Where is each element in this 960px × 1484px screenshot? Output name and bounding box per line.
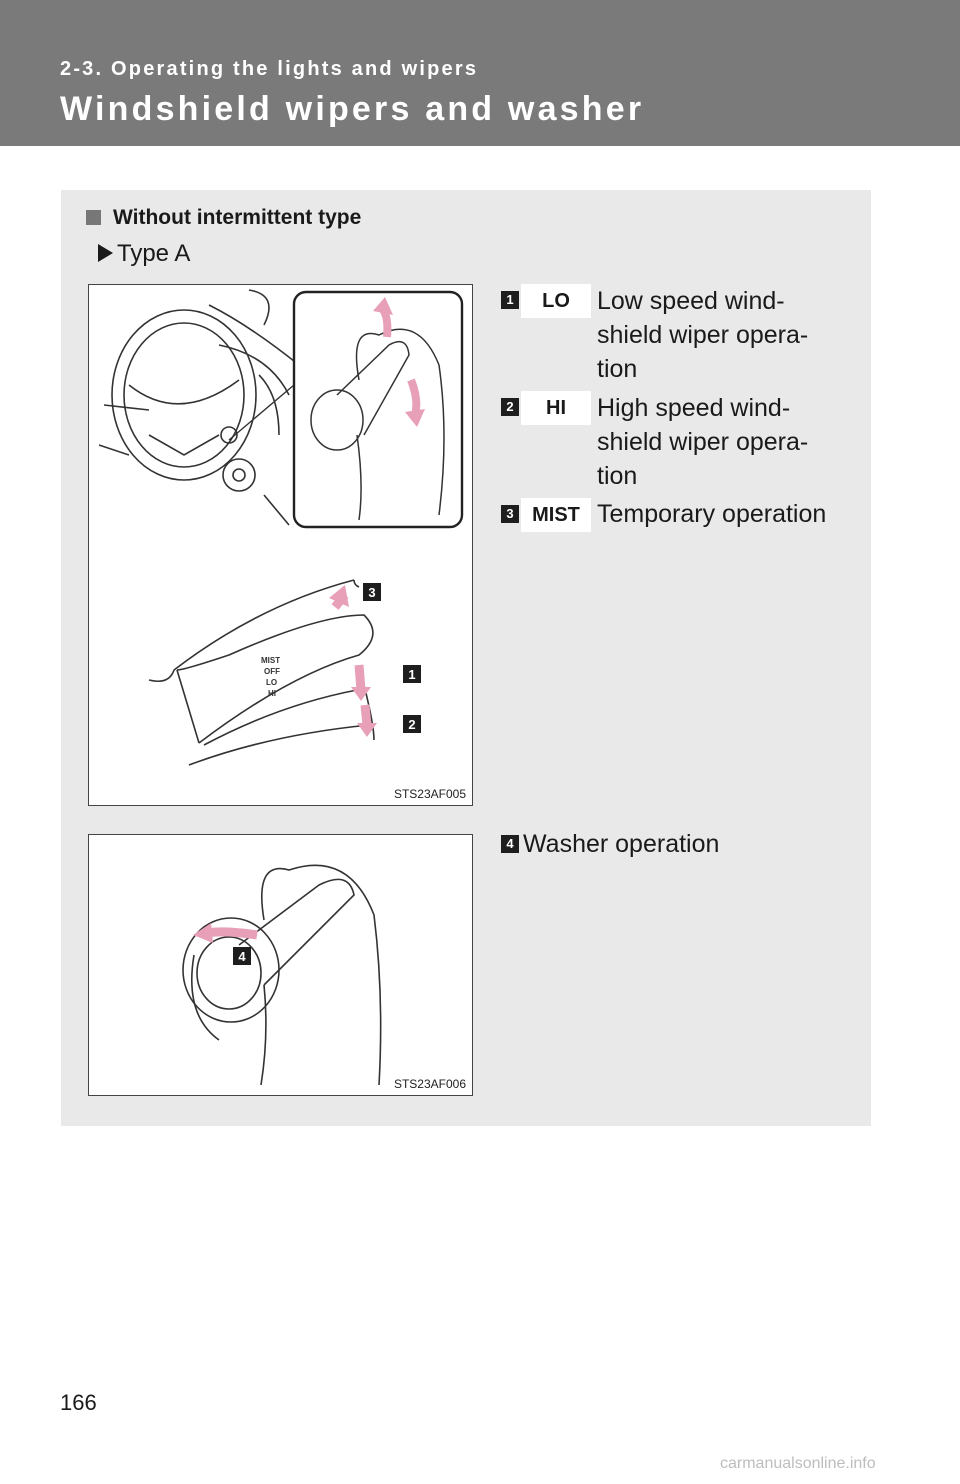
wiper-lever-illustration: MIST OFF LO HI 3 1 2 STS23AF005 bbox=[88, 284, 473, 806]
item-number-badge: 2 bbox=[501, 398, 519, 416]
item-number-badge: 1 bbox=[501, 291, 519, 309]
item-number-badge: 3 bbox=[501, 505, 519, 523]
page-number: 166 bbox=[60, 1390, 97, 1415]
position-label: HI bbox=[521, 391, 591, 425]
item-description: Temporary operation bbox=[597, 500, 827, 528]
item-description: Low speed wind- shield wiper opera- tion bbox=[597, 287, 809, 383]
figure-code: STS23AF005 bbox=[393, 787, 466, 801]
stalk-mark-hi: HI bbox=[268, 689, 276, 698]
callout-1: 1 bbox=[408, 667, 415, 682]
section-title: 2-3. Operating the lights and wipers bbox=[60, 58, 479, 80]
washer-lever-drawing: 4 bbox=[182, 864, 382, 1086]
watermark: carmanualsonline.info bbox=[720, 1455, 876, 1472]
callout-4: 4 bbox=[238, 949, 246, 964]
page-header: 2-3. Operating the lights and wipers Win… bbox=[0, 0, 960, 146]
position-label: MIST bbox=[521, 498, 591, 532]
item-number-badge: 4 bbox=[501, 835, 519, 853]
stalk-mark-off: OFF bbox=[264, 667, 280, 676]
callout-3: 3 bbox=[368, 585, 375, 600]
washer-illustration: 4 STS23AF006 bbox=[88, 834, 473, 1096]
item-description: High speed wind- shield wiper opera- tio… bbox=[597, 394, 809, 490]
wiper-lever-drawing: MIST OFF LO HI 3 1 2 bbox=[98, 289, 464, 766]
square-bullet-icon bbox=[86, 210, 101, 225]
stalk-mark-mist: MIST bbox=[261, 656, 280, 665]
page-title: Windshield wipers and washer bbox=[60, 90, 645, 128]
subheading: Without intermittent type bbox=[86, 206, 361, 230]
callout-2: 2 bbox=[408, 717, 415, 732]
type-label: Type A bbox=[98, 240, 190, 268]
stalk-mark-lo: LO bbox=[266, 678, 277, 687]
position-label: LO bbox=[521, 284, 591, 318]
figure-code: STS23AF006 bbox=[393, 1077, 466, 1091]
item-description: Washer operation bbox=[523, 830, 720, 858]
triangle-bullet-icon bbox=[98, 244, 113, 262]
